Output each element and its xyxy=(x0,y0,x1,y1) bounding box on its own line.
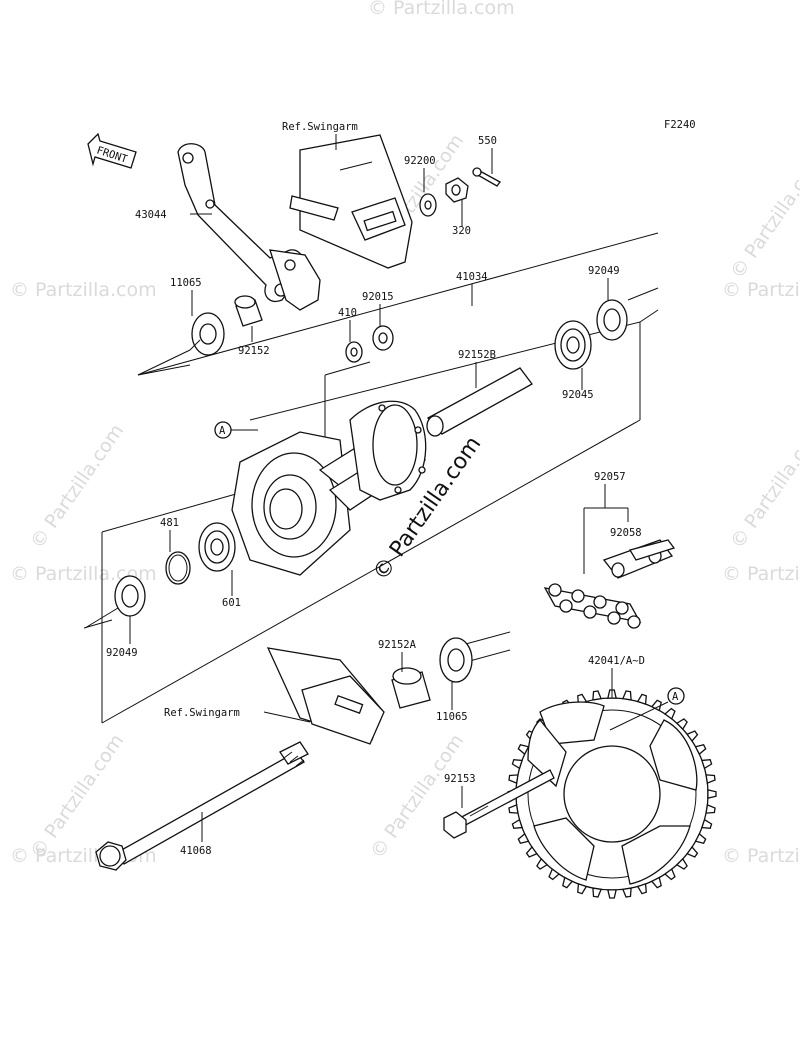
label-92152a: 92152A xyxy=(378,639,417,651)
label-42041: 42041/A~D xyxy=(588,655,645,667)
sprocket-tooth xyxy=(592,887,603,898)
pipe-92152b xyxy=(426,367,533,437)
watermark: © Partzilla.com xyxy=(366,730,468,863)
nut-92015 xyxy=(372,325,394,351)
sprocket-tooth xyxy=(592,690,603,701)
sprocket-tooth xyxy=(694,744,707,756)
master-link-92058 xyxy=(602,539,676,579)
bolt-92153 xyxy=(443,769,555,839)
label-92049-top: 92049 xyxy=(588,265,620,277)
callout-a-hub: A xyxy=(214,421,258,439)
seal-11065-bottom xyxy=(439,637,473,683)
label-43044: 43044 xyxy=(135,209,167,221)
label-92152b: 92152B xyxy=(458,349,496,361)
ref-swingarm-bottom-label: Ref.Swingarm xyxy=(164,707,240,719)
front-arrow-icon: FRONT xyxy=(87,132,137,169)
sprocket-tooth xyxy=(675,857,688,870)
label-41034: 41034 xyxy=(456,271,488,283)
label-92057: 92057 xyxy=(594,471,626,483)
collar-92152a xyxy=(391,667,431,709)
sprocket-tooth xyxy=(663,868,676,881)
sprocket-tooth xyxy=(562,876,574,889)
callout-a-sprocket: A xyxy=(609,687,685,731)
label-481: 481 xyxy=(160,517,179,529)
seal-11065-top xyxy=(191,312,225,356)
axle-41068 xyxy=(95,741,309,871)
sprocket-42041 xyxy=(507,689,717,899)
sprocket-tooth xyxy=(686,730,699,743)
figure-code: F2240 xyxy=(664,119,696,131)
label-92153: 92153 xyxy=(444,773,476,785)
label-92152: 92152 xyxy=(238,345,270,357)
label-92015: 92015 xyxy=(362,291,394,303)
sprocket-tooth xyxy=(548,868,561,881)
sprocket-tooth xyxy=(511,818,523,829)
label-92058: 92058 xyxy=(610,527,642,539)
watermark: © Partzilla.com xyxy=(10,563,157,585)
watermark: © Partzilla.com xyxy=(726,420,800,553)
label-410: 410 xyxy=(338,307,357,319)
callout-a-hub-text: A xyxy=(219,425,226,437)
sprocket-tooth xyxy=(705,803,716,814)
watermark: © Partzilla.com xyxy=(26,420,128,553)
label-550: 550 xyxy=(478,135,497,147)
nut-320 xyxy=(445,177,469,203)
sprocket-tooth xyxy=(694,832,707,844)
label-92045: 92045 xyxy=(562,389,594,401)
sprocket-tooth xyxy=(650,699,662,712)
ref-swingarm-top-label: Ref.Swingarm xyxy=(282,121,358,133)
sprocket-tooth xyxy=(705,774,716,785)
label-11065-top: 11065 xyxy=(170,277,202,289)
collar-92152 xyxy=(234,295,263,327)
label-11065-bottom: 11065 xyxy=(436,711,468,723)
sprocket-tooth xyxy=(577,883,588,895)
watermark: © Partzilla.com xyxy=(722,563,800,585)
watermark: © Partzilla.com xyxy=(10,279,157,301)
watermark: © Partzilla.com xyxy=(726,150,800,283)
sprocket-tooth xyxy=(621,887,632,898)
assembly-lines xyxy=(83,232,659,724)
seal-92049-top xyxy=(596,299,628,341)
sprocket-tooth xyxy=(508,803,519,814)
sprocket-tooth xyxy=(607,889,617,899)
torque-arm-43044 xyxy=(177,143,321,311)
watermark: © Partzilla.com xyxy=(722,845,800,867)
cotter-pin-550 xyxy=(472,167,501,187)
watermark: © Partzilla.com xyxy=(368,0,515,19)
sprocket-tooth xyxy=(621,690,632,701)
sprocket-tooth xyxy=(536,857,549,870)
sprocket-tooth xyxy=(663,707,676,720)
callout-a-sprocket-text: A xyxy=(672,691,679,703)
washer-410 xyxy=(345,341,363,363)
label-92200: 92200 xyxy=(404,155,436,167)
sprocket-tooth xyxy=(675,718,688,731)
sprocket-tooth xyxy=(686,845,699,858)
sprocket-tooth xyxy=(525,845,538,858)
label-601: 601 xyxy=(222,597,241,609)
label-41068: 41068 xyxy=(180,845,212,857)
sprocket-tooth xyxy=(701,759,713,770)
seal-92049-bottom xyxy=(114,575,146,617)
watermark: © Partzilla.com xyxy=(722,279,800,301)
sprocket-tooth xyxy=(517,744,530,756)
sprocket-tooth xyxy=(636,883,647,895)
rear-hub xyxy=(231,400,427,576)
bearing-92045 xyxy=(554,320,592,370)
sprocket-tooth xyxy=(636,693,647,705)
washer-92200 xyxy=(419,193,437,217)
label-92049-bottom: 92049 xyxy=(106,647,138,659)
bearing-601 xyxy=(198,522,236,572)
label-320: 320 xyxy=(452,225,471,237)
sprocket-tooth xyxy=(508,774,519,785)
sprocket-tooth xyxy=(511,759,523,770)
sprocket-tooth xyxy=(707,789,717,799)
sprocket-tooth xyxy=(650,876,662,889)
circlip-481 xyxy=(165,551,191,585)
sprocket-tooth xyxy=(517,832,530,844)
swingarm-bottom xyxy=(266,647,385,745)
sprocket-tooth xyxy=(701,818,713,829)
chain-92057 xyxy=(543,583,642,629)
swingarm-top xyxy=(289,134,413,269)
